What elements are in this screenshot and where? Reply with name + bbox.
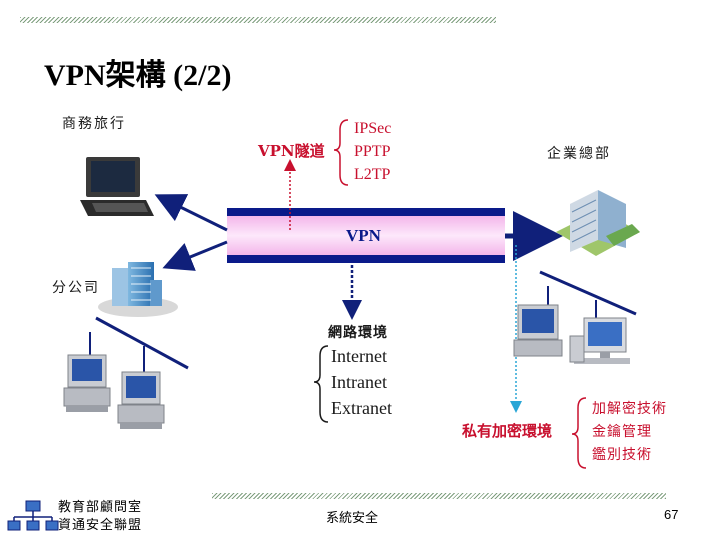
encryption-list: 加解密技術 金鑰管理 鑑別技術 — [592, 398, 667, 467]
encryption-brace — [571, 397, 587, 469]
footer-org-line: 教育部顧問室 — [58, 500, 143, 515]
protocol-list: IPSec PPTP L2TP — [354, 117, 391, 186]
encryption-item: 加解密技術 — [592, 401, 667, 417]
protocol-item: IPSec — [354, 120, 392, 137]
bottom-hatch-bar — [212, 493, 666, 499]
vpn-tube-label: VPN — [346, 226, 381, 245]
network-env-item: Extranet — [331, 398, 392, 418]
hq-network-line — [539, 270, 637, 316]
encryption-item: 金鑰管理 — [592, 424, 652, 440]
protocol-item: L2TP — [354, 166, 391, 183]
branch-building-icon — [98, 262, 178, 317]
top-hatch-bar — [20, 17, 496, 23]
arrow-to-laptop — [154, 194, 228, 232]
hq-server-icon — [513, 304, 563, 357]
network-brace — [313, 345, 329, 423]
encryption-item: 鑑別技術 — [592, 447, 652, 463]
network-env-item: Intranet — [331, 372, 387, 392]
footer-org-line: 資通安全聯盟 — [58, 518, 143, 533]
hq-workstation-icon — [569, 317, 630, 364]
business-travel-label: 商務旅行 — [62, 116, 126, 132]
org-logo-icon — [7, 500, 59, 531]
vpn-tunnel-label: VPN隧道 — [258, 142, 325, 160]
vpn-tunnel — [227, 208, 505, 263]
protocol-item: PPTP — [354, 143, 391, 160]
private-encryption-label: 私有加密環境 — [462, 422, 553, 440]
footer-course-title: 系統安全 — [326, 511, 379, 526]
laptop-icon — [80, 157, 154, 216]
protocol-brace — [333, 119, 349, 186]
branch-label: 分公司 — [52, 280, 100, 296]
network-env-label: 網路環境 — [328, 325, 388, 341]
branch-network-line — [95, 316, 189, 370]
network-env-list: Internet Intranet Extranet — [331, 343, 392, 421]
headquarters-label: 企業總部 — [547, 146, 611, 162]
branch-pc-icon-1 — [63, 354, 111, 412]
headquarters-building-icon — [556, 190, 640, 256]
arrow-to-branch — [162, 240, 228, 271]
network-env-item: Internet — [331, 346, 387, 366]
page-title: VPN架構 (2/2) — [44, 59, 232, 92]
footer-org: 教育部顧問室 資通安全聯盟 — [58, 499, 142, 535]
branch-pc-icon-2 — [117, 371, 165, 429]
page-number: 67 — [664, 507, 679, 522]
